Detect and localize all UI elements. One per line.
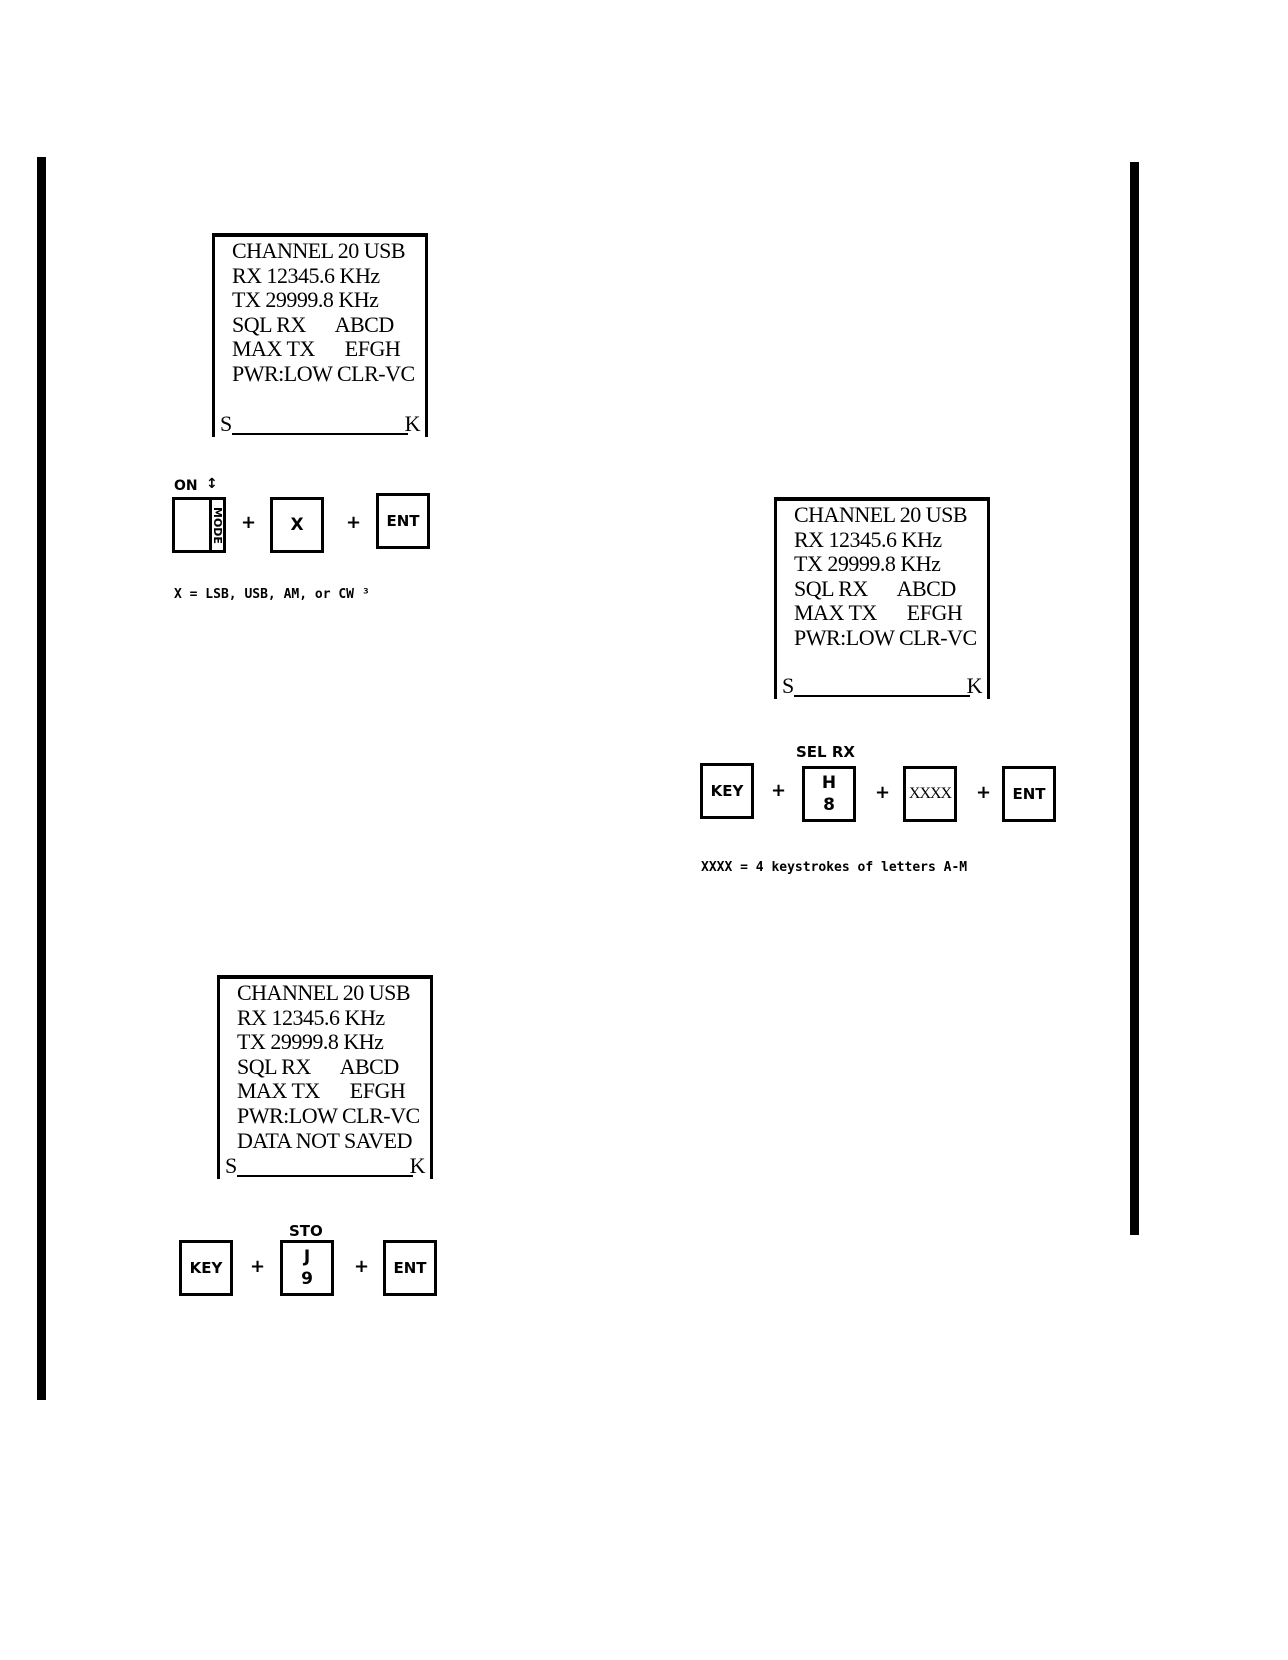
display-line: RX 12345.6 KHz	[794, 526, 942, 552]
squelch-note: XXXX = 4 keystrokes of letters A-M	[701, 860, 968, 875]
display-line: SQL RX ABCD	[794, 575, 956, 601]
key-key-label: KEY	[189, 1259, 223, 1277]
on-label: ON	[174, 478, 198, 494]
display-line-status: DATA NOT SAVED	[237, 1127, 413, 1153]
j9-key-bottom: 9	[301, 1269, 313, 1289]
plus-sign: +	[875, 782, 891, 803]
left-margin-bar	[37, 157, 46, 1400]
display-line: SQL RX ABCD	[232, 311, 394, 337]
x-key-label: X	[290, 515, 304, 535]
ent-key[interactable]: ENT	[383, 1240, 437, 1296]
key-key[interactable]: KEY	[179, 1240, 233, 1296]
plus-sign: +	[241, 512, 257, 533]
ent-key-label: ENT	[393, 1259, 427, 1277]
mode-note: X = LSB, USB, AM, or CW ³	[174, 587, 370, 602]
display-line: PWR:LOW CLR-VC	[794, 624, 977, 650]
display-line: PWR:LOW CLR-VC	[237, 1102, 420, 1128]
plus-sign: +	[771, 780, 787, 801]
sto-label: STO	[289, 1222, 323, 1240]
display-channel-mode: CHANNEL 20 USB RX 12345.6 KHz TX 29999.8…	[212, 233, 428, 437]
softkey-right: K	[409, 1153, 426, 1179]
display-line: CHANNEL 20 USB	[237, 980, 411, 1005]
h8-key-bottom: 8	[823, 795, 835, 815]
display-line: PWR:LOW CLR-VC	[232, 360, 415, 386]
xxxx-key[interactable]: XXXX	[903, 766, 957, 822]
h8-key-top: H	[821, 773, 837, 793]
xxxx-key-label: XXXX	[908, 785, 952, 802]
display-line: MAX TX EFGH	[237, 1078, 406, 1104]
sel-rx-label: SEL RX	[796, 743, 855, 761]
ent-key[interactable]: ENT	[376, 493, 430, 549]
key-key-label: KEY	[710, 782, 744, 800]
mode-switch[interactable]: MODE	[172, 497, 226, 553]
softkey-left: S	[225, 1153, 237, 1179]
mode-switch-label: MODE	[209, 500, 224, 550]
display-line: TX 29999.8 KHz	[237, 1029, 384, 1055]
key-key[interactable]: KEY	[700, 763, 754, 819]
j9-key[interactable]: J 9	[280, 1240, 334, 1296]
display-line: TX 29999.8 KHz	[232, 287, 379, 313]
display-line: MAX TX EFGH	[232, 336, 401, 362]
plus-sign: +	[354, 1256, 370, 1277]
display-line: RX 12345.6 KHz	[237, 1004, 385, 1030]
ent-key-label: ENT	[386, 512, 420, 530]
plus-sign: +	[250, 1256, 266, 1277]
softkey-left: S	[782, 673, 794, 699]
display-squelch: CHANNEL 20 USB RX 12345.6 KHz TX 29999.8…	[774, 497, 990, 699]
display-line: RX 12345.6 KHz	[232, 262, 380, 288]
display-line: CHANNEL 20 USB	[794, 502, 968, 527]
display-line: TX 29999.8 KHz	[794, 551, 941, 577]
plus-sign: +	[976, 782, 992, 803]
display-line: MAX TX EFGH	[794, 600, 963, 626]
softkey-right: K	[966, 673, 983, 699]
display-data-not-saved: CHANNEL 20 USB RX 12345.6 KHz TX 29999.8…	[217, 975, 433, 1179]
j9-key-top: J	[303, 1247, 311, 1267]
on-arrow-icon: ↕	[206, 476, 218, 492]
display-line: SQL RX ABCD	[237, 1053, 399, 1079]
softkey-right: K	[404, 411, 421, 437]
display-softkey-row: S K	[780, 673, 984, 699]
softkey-left: S	[220, 411, 232, 437]
right-margin-bar	[1130, 162, 1139, 1235]
display-softkey-row: S K	[218, 411, 422, 437]
display-line: CHANNEL 20 USB	[232, 238, 406, 263]
h8-key[interactable]: H 8	[802, 766, 856, 822]
ent-key-label: ENT	[1012, 785, 1046, 803]
display-softkey-row: S K	[223, 1153, 427, 1179]
plus-sign: +	[346, 512, 362, 533]
x-key[interactable]: X	[270, 497, 324, 553]
ent-key[interactable]: ENT	[1002, 766, 1056, 822]
